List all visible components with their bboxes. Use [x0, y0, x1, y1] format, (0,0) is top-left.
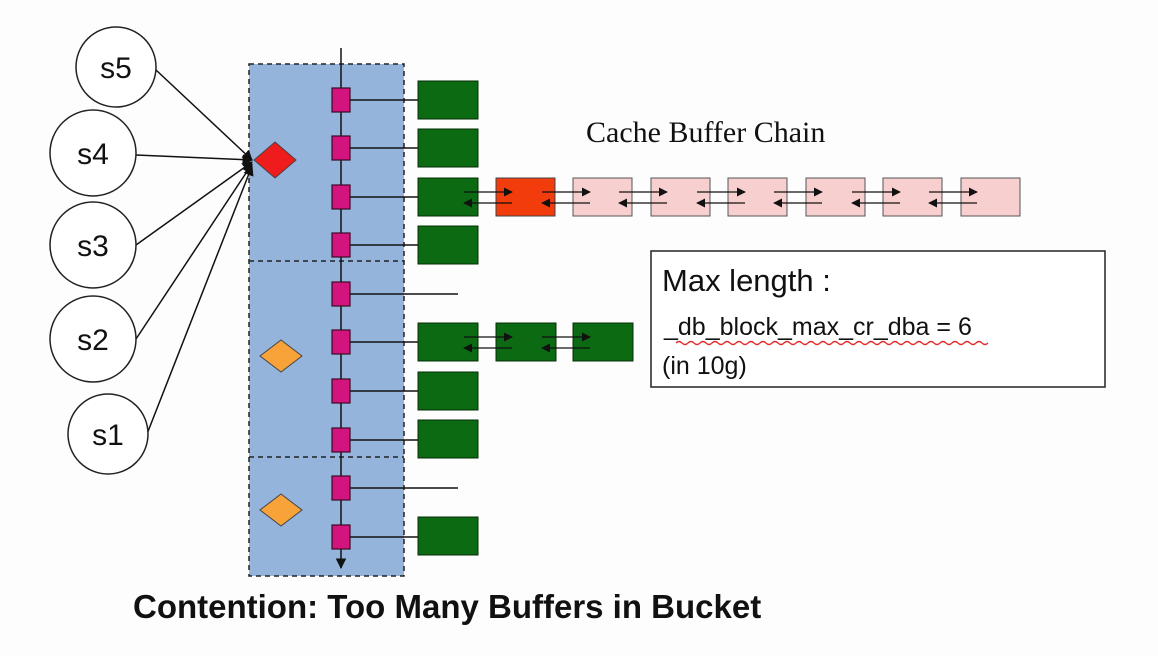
session-s3: s3 [49, 201, 137, 289]
header-pointer-lines [350, 99, 458, 538]
chain-links [463, 187, 978, 353]
info-box-parameter: _db_block_max_cr_dba = 6 [663, 313, 972, 341]
info-box [650, 250, 1106, 388]
session-request-lines [135, 69, 254, 435]
latch-diamond-active [253, 141, 297, 179]
chain-buffers [572, 177, 1021, 217]
buffer-headers [331, 87, 351, 550]
chain-buffer [572, 177, 633, 217]
session-s5: s5 [75, 26, 157, 108]
buffer-header [331, 524, 351, 550]
chain-buffer [805, 177, 866, 217]
buffer-block [417, 177, 479, 217]
latch-diamond-3 [259, 493, 303, 527]
buffer-block [572, 322, 634, 362]
buffer-block [417, 419, 479, 459]
buffer-header [331, 427, 351, 453]
info-box-version: (in 10g) [662, 352, 747, 380]
session-label: s3 [77, 230, 109, 263]
chain-buffer [882, 177, 943, 217]
buffer-block [417, 371, 479, 411]
buffer-header [331, 184, 351, 210]
chain-buffer [727, 177, 788, 217]
buffer-header [331, 87, 351, 113]
chain-title: Cache Buffer Chain [586, 116, 825, 149]
session-label: s4 [77, 138, 109, 171]
buffer-block [417, 128, 479, 168]
session-s2: s2 [49, 295, 137, 383]
buffer-header [331, 135, 351, 161]
diagram-caption: Contention: Too Many Buffers in Bucket [133, 588, 761, 625]
spellcheck-underline [675, 340, 989, 346]
session-label: s2 [77, 324, 109, 357]
buffer-header [331, 232, 351, 258]
buffer-header [331, 378, 351, 404]
buffer-header [331, 475, 351, 501]
chain-buffer [960, 177, 1021, 217]
buffer-block [417, 516, 479, 556]
buffer-block [417, 225, 479, 265]
buffer-block [417, 80, 479, 120]
latch-diamond-2 [259, 339, 303, 373]
info-box-heading: Max length : [662, 263, 831, 298]
chain-buffer-highlight [495, 177, 556, 217]
session-s1: s1 [67, 393, 149, 475]
buffer-block [417, 322, 479, 362]
session-label: s5 [100, 52, 132, 85]
buffer-block [495, 322, 557, 362]
green-buffers [417, 80, 634, 556]
session-s4: s4 [49, 109, 137, 197]
chain-buffer [650, 177, 711, 217]
hash-bucket-column [248, 63, 405, 577]
session-label: s1 [92, 419, 124, 452]
buffer-header [331, 329, 351, 355]
buffer-header [331, 281, 351, 307]
